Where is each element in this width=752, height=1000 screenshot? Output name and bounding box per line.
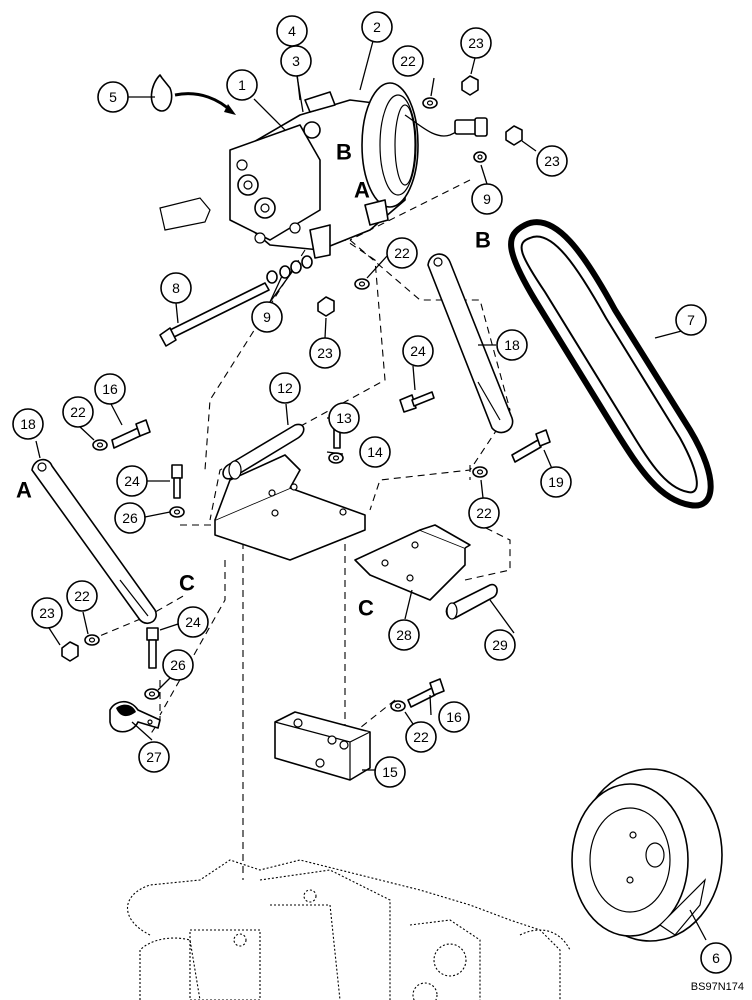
svg-text:22: 22 — [476, 505, 492, 521]
svg-text:23: 23 — [544, 153, 560, 169]
svg-text:27: 27 — [146, 749, 162, 765]
svg-text:14: 14 — [367, 444, 383, 460]
svg-text:26: 26 — [122, 510, 138, 526]
svg-text:2: 2 — [373, 19, 381, 35]
callout-23-a: 23 — [460, 27, 492, 59]
callout-26-a: 26 — [114, 502, 146, 534]
drawing-code: BS97N174 — [691, 981, 744, 993]
svg-text:29: 29 — [492, 637, 508, 653]
callout-6: 6 — [700, 942, 732, 974]
callout-23-c: 23 — [309, 337, 341, 369]
callout-24-b: 24 — [402, 335, 434, 367]
svg-text:13: 13 — [336, 410, 352, 426]
svg-text:24: 24 — [410, 343, 426, 359]
svg-text:22: 22 — [70, 404, 86, 420]
svg-text:22: 22 — [394, 245, 410, 261]
svg-text:4: 4 — [288, 23, 296, 39]
letter-b-strap: B — [475, 228, 491, 253]
svg-text:18: 18 — [20, 416, 36, 432]
letter-c-strap: C — [179, 571, 195, 596]
letter-b-compressor: B — [336, 140, 352, 165]
callout-13: 13 — [328, 402, 360, 434]
v-belt — [508, 219, 714, 509]
brackets — [31, 253, 514, 781]
svg-text:3: 3 — [292, 53, 300, 69]
svg-text:24: 24 — [124, 473, 140, 489]
svg-text:28: 28 — [396, 627, 412, 643]
svg-text:9: 9 — [483, 191, 491, 207]
svg-text:24: 24 — [185, 614, 201, 630]
compressor — [159, 82, 488, 259]
svg-text:6: 6 — [712, 950, 720, 966]
svg-text:5: 5 — [109, 89, 117, 105]
leader-lines — [35, 40, 707, 941]
svg-text:16: 16 — [102, 381, 118, 397]
callout-14: 14 — [359, 436, 391, 468]
callout-15: 15 — [374, 756, 406, 788]
hardware — [61, 75, 551, 712]
svg-text:22: 22 — [400, 53, 416, 69]
svg-text:23: 23 — [317, 345, 333, 361]
callout-9-left: 9 — [251, 301, 283, 333]
callout-28: 28 — [388, 619, 420, 651]
callout-7: 7 — [675, 304, 707, 336]
callout-26-b: 26 — [162, 649, 194, 681]
svg-text:9: 9 — [263, 309, 271, 325]
svg-text:23: 23 — [468, 35, 484, 51]
svg-text:26: 26 — [170, 657, 186, 673]
engine-block — [126, 859, 571, 1000]
callout-12: 12 — [269, 372, 301, 404]
svg-text:1: 1 — [238, 77, 246, 93]
svg-text:16: 16 — [446, 709, 462, 725]
callout-2: 2 — [361, 11, 393, 43]
callout-16-top: 16 — [94, 373, 126, 405]
letter-a-compressor: A — [354, 178, 370, 203]
pulley — [571, 768, 723, 942]
callout-1: 1 — [226, 69, 258, 101]
letter-c-bracket: C — [358, 596, 374, 621]
callout-22-d: 22 — [468, 497, 500, 529]
callout-22-f: 22 — [405, 721, 437, 753]
callout-5: 5 — [97, 81, 129, 113]
svg-text:19: 19 — [548, 474, 564, 490]
svg-text:7: 7 — [687, 312, 695, 328]
wire-clip — [150, 74, 236, 115]
callout-22-c: 22 — [62, 396, 94, 428]
callout-8: 8 — [160, 272, 192, 304]
callout-18-right: 18 — [496, 329, 528, 361]
letter-a-strap: A — [16, 478, 32, 503]
callout-22-b: 22 — [386, 237, 418, 269]
callout-29: 29 — [484, 629, 516, 661]
callout-22-a: 22 — [392, 45, 424, 77]
callout-3: 3 — [280, 45, 312, 77]
callout-16-bottom: 16 — [438, 701, 470, 733]
svg-text:22: 22 — [413, 729, 429, 745]
callout-18-left: 18 — [12, 408, 44, 440]
callout-23-b: 23 — [536, 145, 568, 177]
callout-22-e: 22 — [66, 580, 98, 612]
callout-9-right: 9 — [471, 183, 503, 215]
svg-text:8: 8 — [172, 280, 180, 296]
callout-4: 4 — [276, 15, 308, 47]
callout-23-d: 23 — [31, 597, 63, 629]
svg-text:15: 15 — [382, 764, 398, 780]
callout-27: 27 — [138, 741, 170, 773]
svg-text:23: 23 — [39, 605, 55, 621]
callout-24-c: 24 — [177, 606, 209, 638]
svg-text:12: 12 — [277, 380, 293, 396]
callout-19: 19 — [540, 466, 572, 498]
svg-text:22: 22 — [74, 588, 90, 604]
svg-text:18: 18 — [504, 337, 520, 353]
callout-24-a: 24 — [116, 465, 148, 497]
